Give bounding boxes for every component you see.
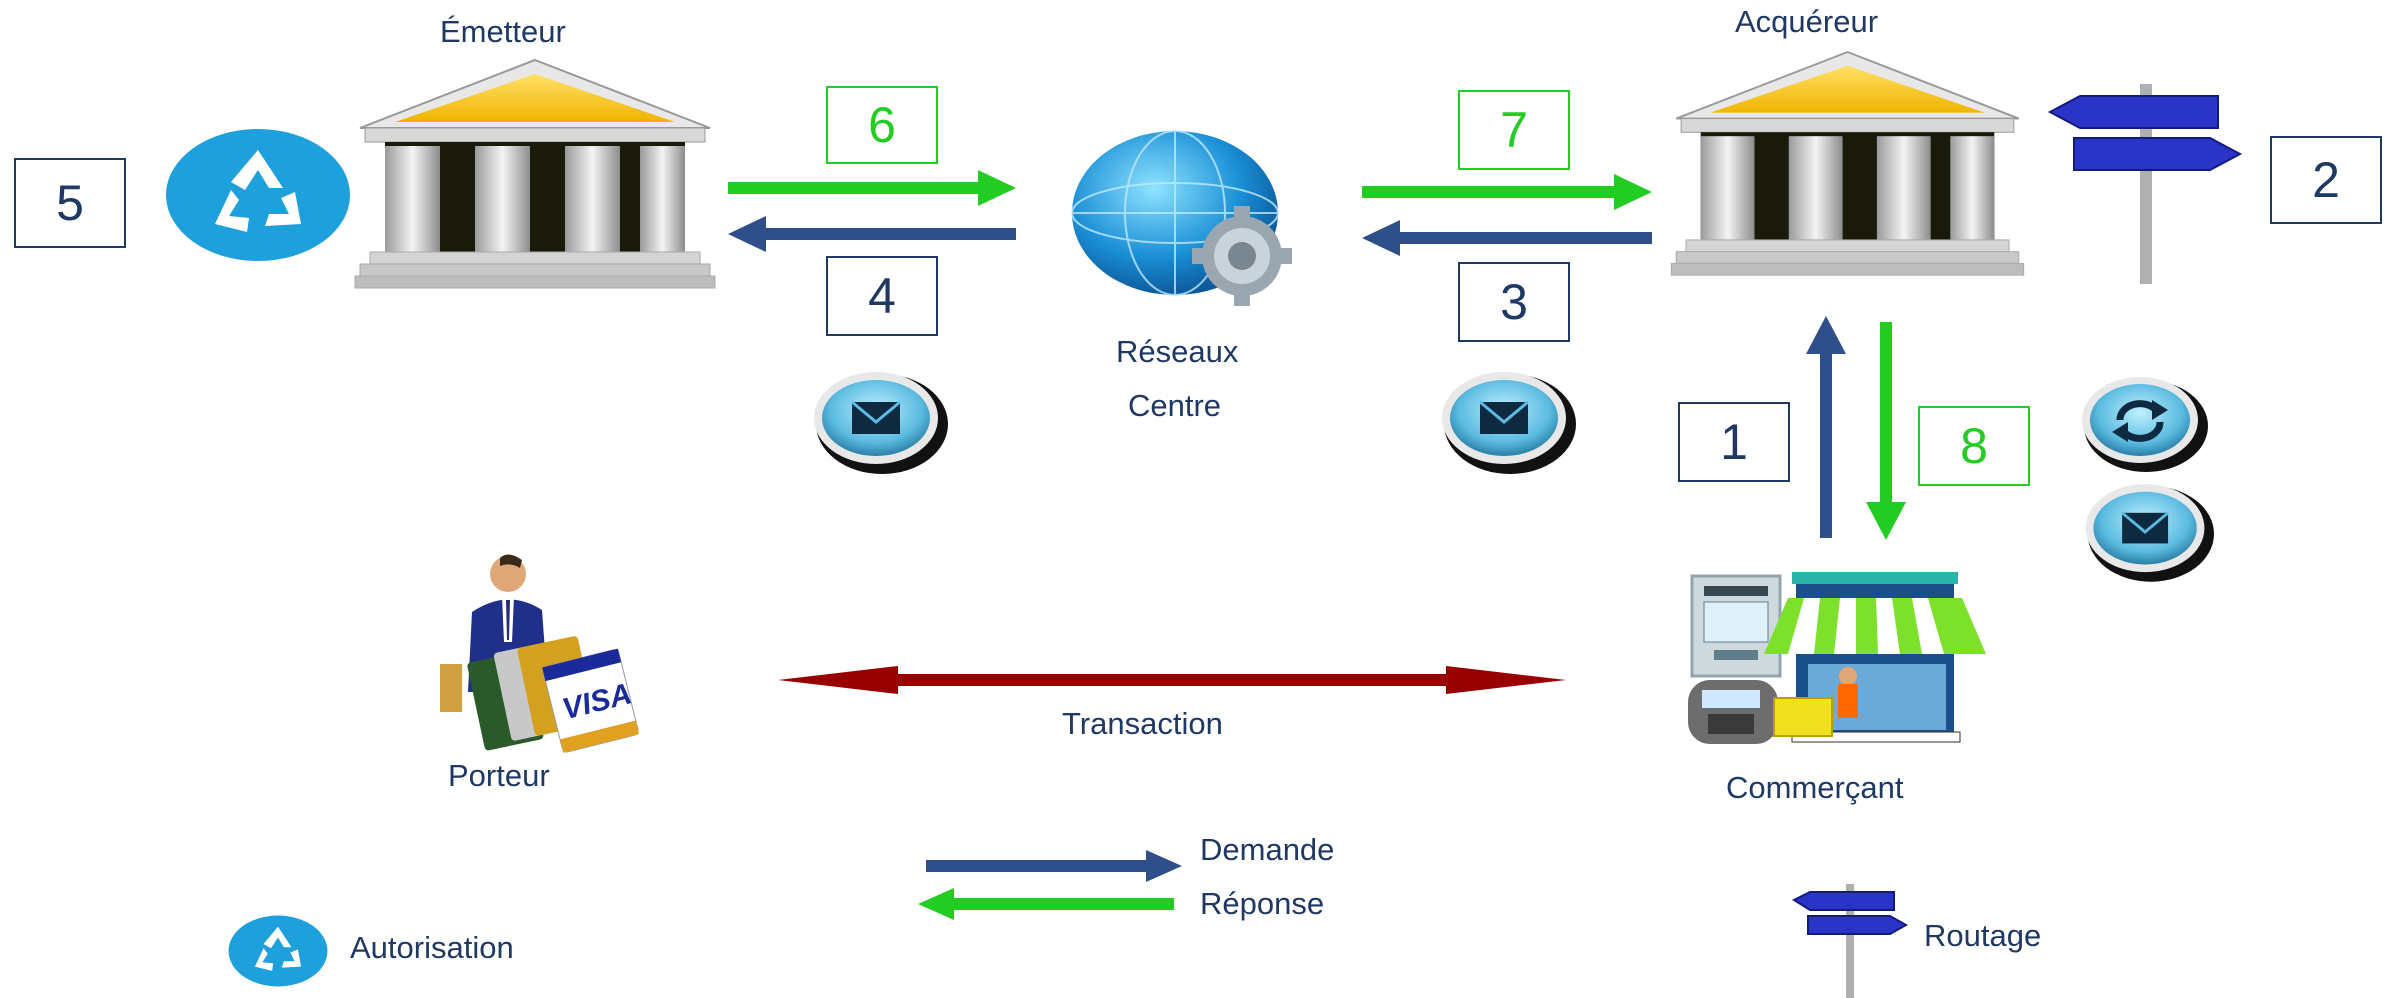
envelope-icon	[1442, 372, 1576, 474]
bank-icon	[1670, 50, 2025, 276]
response-arrow-8	[1866, 322, 1906, 540]
legend-routage-label: Routage	[1924, 918, 2042, 953]
response-arrow-7	[1362, 174, 1652, 210]
step-4-box: 4	[826, 256, 938, 336]
shop-icon	[1688, 572, 1986, 744]
step-1-box: 1	[1678, 402, 1790, 482]
porteur-label: Porteur	[448, 758, 550, 793]
globe-gear-icon	[1071, 130, 1292, 306]
step-5-box: 5	[14, 158, 126, 248]
envelope-icon	[814, 372, 948, 474]
signpost-icon	[1791, 884, 1909, 998]
refresh-icon	[2082, 377, 2208, 472]
step-2-box: 2	[2270, 136, 2382, 224]
step-2-number: 2	[2312, 152, 2340, 208]
legend-demande-label: Demande	[1200, 832, 1335, 867]
reseaux-label-line1: Réseaux	[1116, 334, 1239, 369]
response-arrow-6	[728, 170, 1016, 206]
step-8-number: 8	[1960, 418, 1988, 474]
transaction-arrow	[778, 666, 1566, 694]
request-arrow-4	[728, 216, 1016, 252]
step-6-box: 6	[826, 86, 938, 164]
envelope-icon	[2085, 484, 2214, 582]
request-arrow-1	[1806, 316, 1846, 538]
step-7-number: 7	[1500, 102, 1528, 158]
bank-icon	[354, 58, 716, 289]
request-arrow-3	[1362, 220, 1652, 256]
legend-demande-arrow	[926, 850, 1182, 882]
reseaux-label-line2: Centre	[1128, 388, 1222, 423]
legend-reponse-label: Réponse	[1200, 886, 1325, 921]
step-8-box: 8	[1918, 406, 2030, 486]
step-4-number: 4	[868, 268, 896, 324]
legend-autorisation-label: Autorisation	[350, 930, 514, 965]
step-3-number: 3	[1500, 274, 1528, 330]
legend-reponse-arrow	[918, 888, 1174, 920]
step-3-box: 3	[1458, 262, 1570, 342]
acquereur-label: Acquéreur	[1735, 4, 1879, 39]
step-5-number: 5	[56, 175, 84, 231]
step-6-number: 6	[868, 97, 896, 153]
emetteur-label: Émetteur	[440, 14, 566, 49]
recycle-icon	[166, 129, 350, 261]
step-7-box: 7	[1458, 90, 1570, 170]
commercant-label: Commerçant	[1726, 770, 1904, 805]
step-1-number: 1	[1720, 414, 1748, 470]
recycle-icon	[228, 915, 328, 987]
signpost-icon	[2047, 84, 2243, 284]
transaction-label: Transaction	[1062, 706, 1223, 741]
person-cards-icon: VISA	[440, 554, 640, 753]
